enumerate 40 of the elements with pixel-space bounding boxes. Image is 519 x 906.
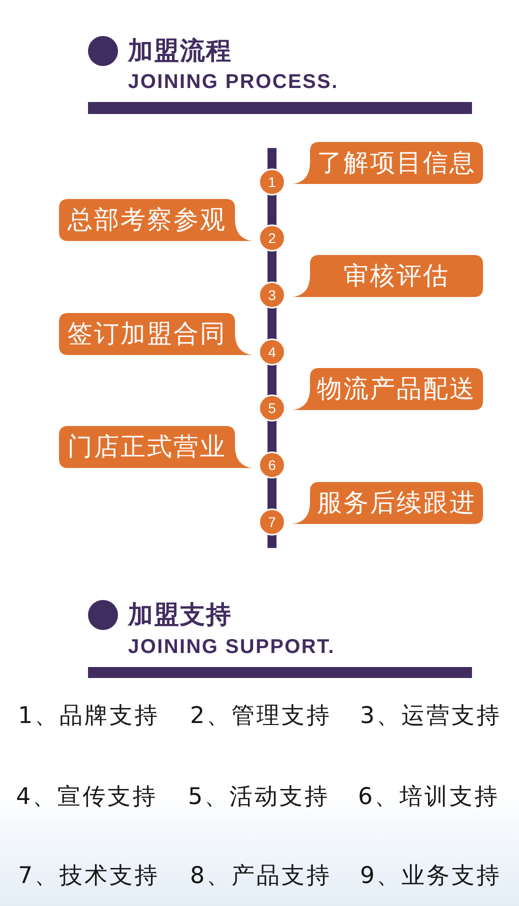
- timeline-line: [268, 194, 276, 226]
- step-number: 1: [260, 170, 284, 194]
- speech-bubble: [59, 426, 253, 468]
- support-item: 1、品牌支持: [18, 705, 160, 728]
- speech-bubble: [292, 482, 483, 524]
- support-item: 9、业务支持: [360, 865, 502, 888]
- support-item: 8、产品支持: [190, 865, 332, 888]
- timeline-line: [268, 307, 276, 340]
- support-item: 7、技术支持: [18, 865, 160, 888]
- section-subtitle: JOINING PROCESS.: [128, 72, 338, 92]
- timeline-line: [268, 364, 276, 396]
- step-text: 签订加盟合同: [68, 321, 226, 346]
- support-item: 2、管理支持: [190, 705, 332, 728]
- step-text: 物流产品配送: [317, 376, 476, 401]
- step-number: 6: [260, 453, 284, 477]
- timeline-line: [268, 250, 276, 283]
- step-text: 总部考察参观: [68, 207, 226, 232]
- section-heading: 加盟支持: [128, 602, 232, 627]
- step-number: 3: [260, 283, 284, 307]
- speech-bubble: [292, 368, 483, 410]
- step-text: 审核评估: [344, 263, 450, 288]
- speech-bubble: [292, 255, 483, 297]
- support-item: 4、宣传支持: [16, 786, 158, 809]
- support-item: 6、培训支持: [358, 786, 500, 809]
- step-text: 服务后续跟进: [317, 490, 476, 515]
- step-number: 4: [260, 340, 284, 364]
- step-number: 7: [260, 510, 284, 534]
- timeline-line: [268, 420, 276, 453]
- support-item: 5、活动支持: [188, 786, 330, 809]
- speech-bubble: [292, 142, 483, 184]
- timeline-line: [268, 477, 276, 510]
- speech-bubble: [59, 313, 253, 355]
- step-number: 2: [260, 226, 284, 250]
- section-heading: 加盟流程: [128, 38, 232, 63]
- step-number: 5: [260, 396, 284, 420]
- section-subtitle: JOINING SUPPORT.: [128, 637, 336, 657]
- speech-bubble: [59, 199, 253, 241]
- step-text: 了解项目信息: [317, 150, 476, 175]
- step-text: 门店正式营业: [68, 434, 226, 459]
- support-item: 3、运营支持: [360, 705, 502, 728]
